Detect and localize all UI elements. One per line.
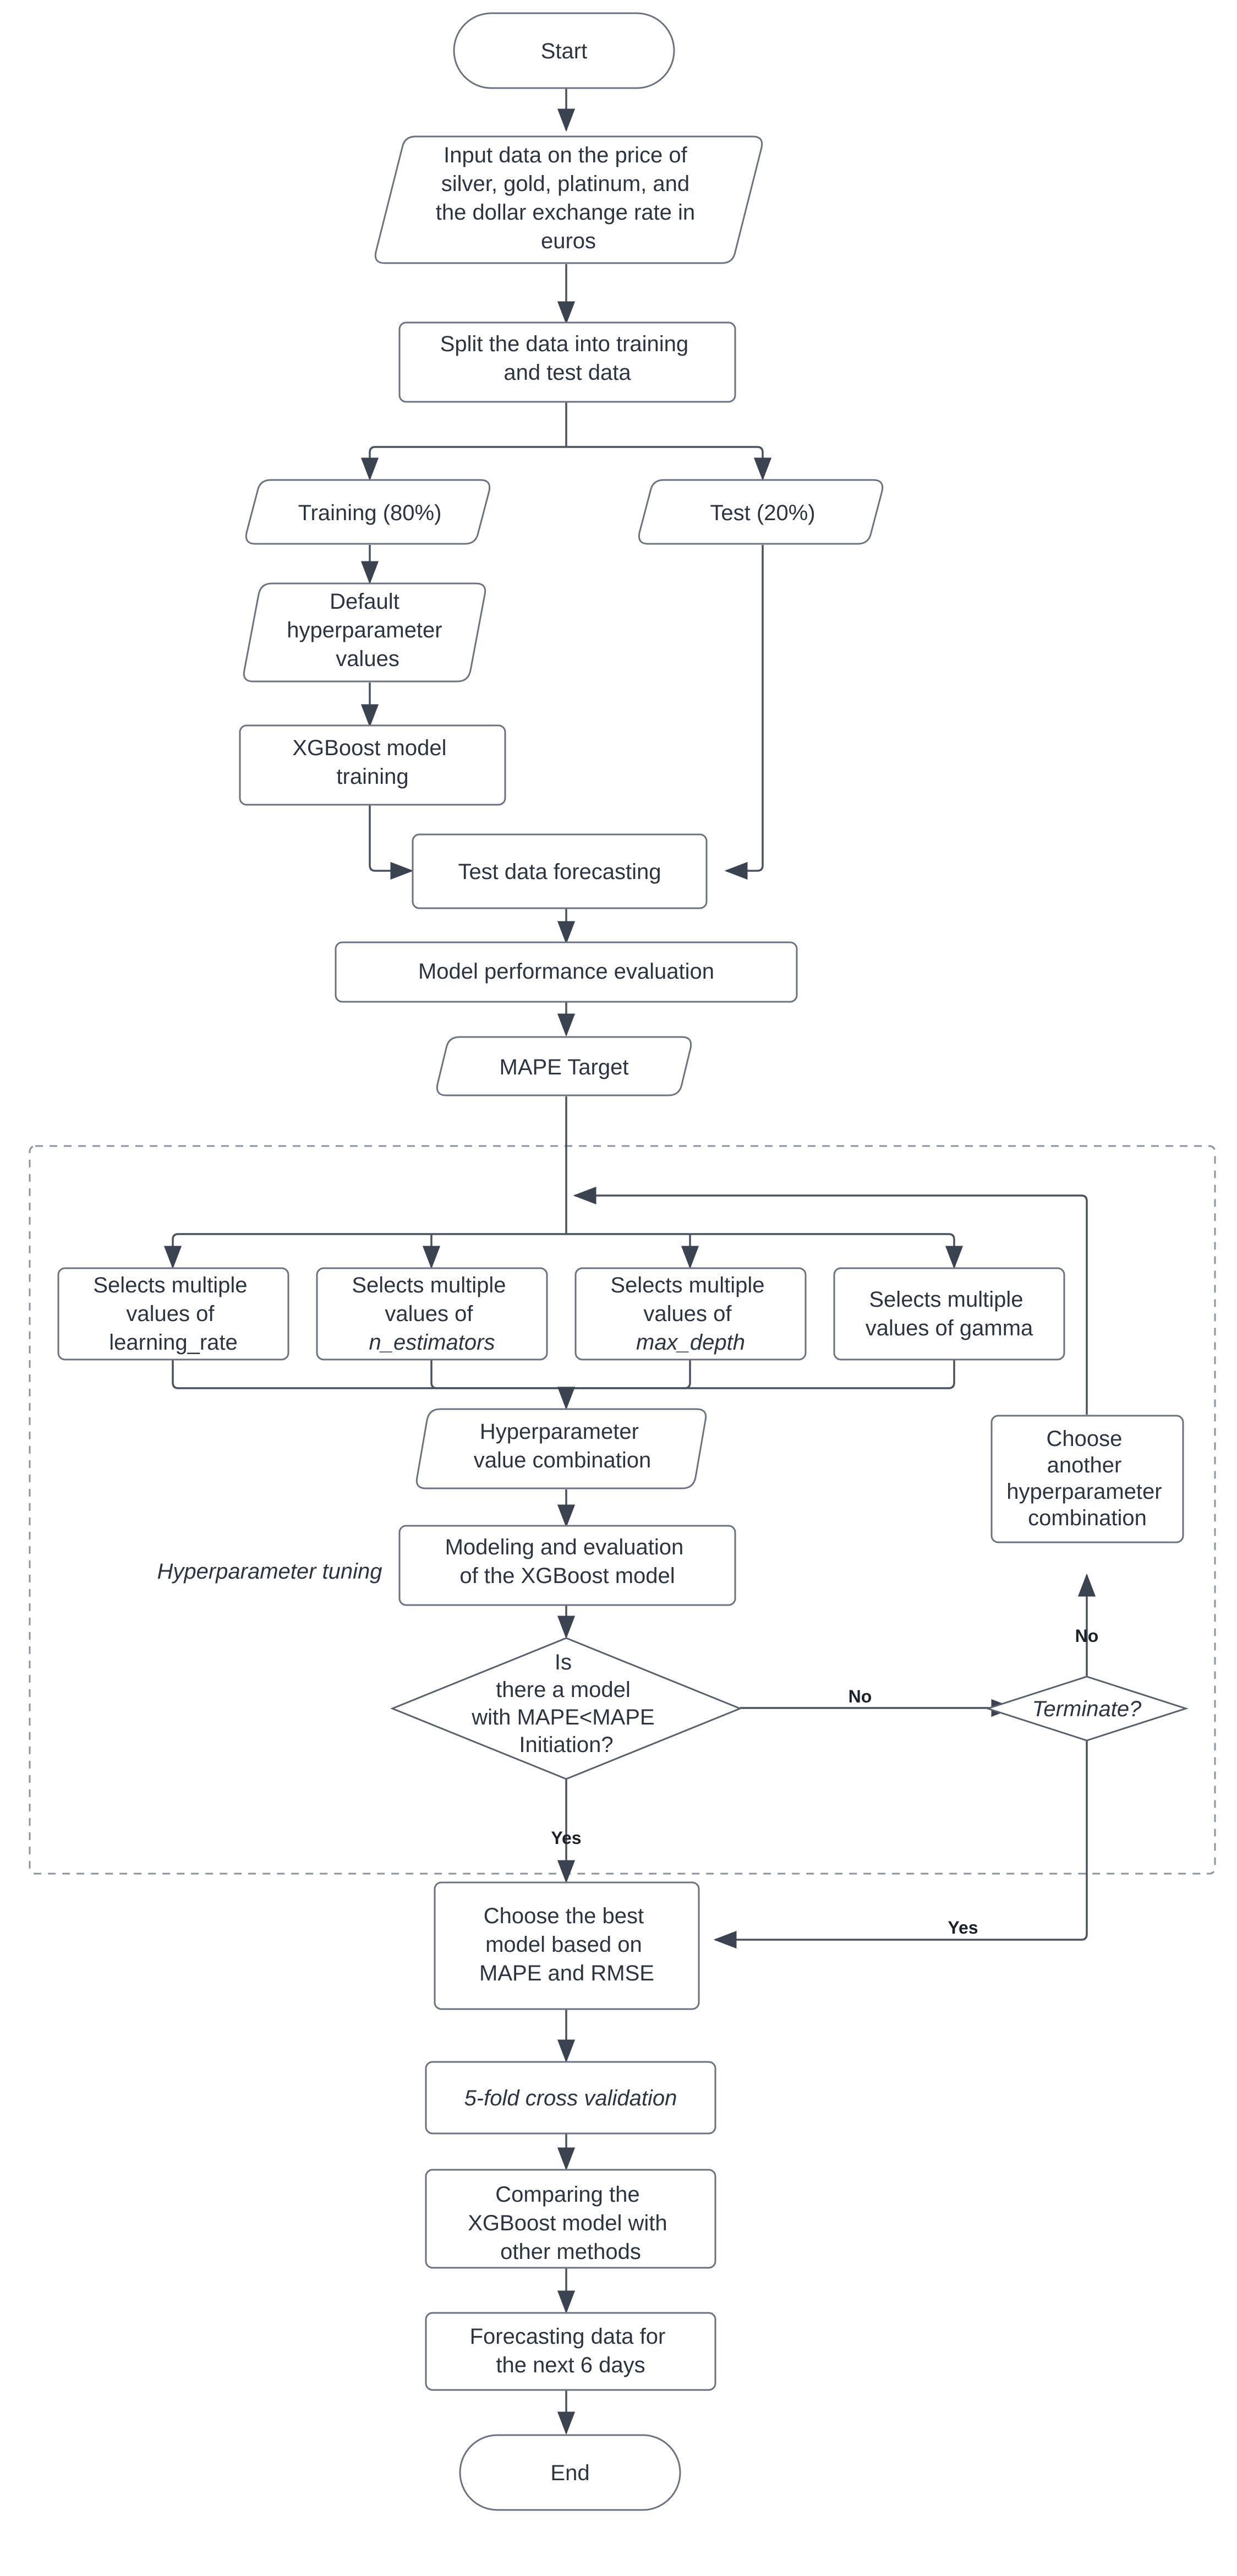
node-training-split[interactable] — [245, 479, 491, 545]
node-compare-methods-label: Comparing the XGBoost model with other m… — [468, 2182, 674, 2264]
node-select-max-depth[interactable] — [574, 1267, 807, 1361]
node-input-data-label: Input data on the price of silver, gold,… — [436, 143, 702, 253]
edge-xgbtrain-testforecast — [369, 805, 414, 880]
node-choose-another-combination[interactable] — [990, 1415, 1184, 1543]
node-start[interactable] — [453, 12, 675, 89]
edge-chooseanother-loopback — [573, 1186, 1088, 1415]
node-xgboost-training-label: XGBoost model training — [292, 736, 452, 789]
edge-label-yes-mape: Yes — [551, 1828, 581, 1848]
edge-fork-bar — [369, 446, 764, 453]
hyperparameter-tuning-group — [29, 1145, 1216, 1875]
edge-ne-merge — [430, 1360, 561, 1389]
node-test-split[interactable] — [638, 479, 884, 545]
node-cross-validation[interactable] — [425, 2061, 716, 2135]
node-default-hyperparameters-label: Default hyperparameter values — [287, 590, 448, 671]
node-hyperparameter-combination[interactable] — [415, 1408, 707, 1489]
node-decision-terminate[interactable] — [985, 1676, 1189, 1742]
node-choose-best-model-label: Choose the best model based on MAPE and … — [479, 1904, 654, 1985]
node-forecast-next-days[interactable] — [425, 2312, 716, 2391]
node-modeling-evaluation[interactable] — [398, 1525, 736, 1606]
node-hyperparameter-combination-label: Hyperparameter value combination — [474, 1420, 651, 1472]
node-model-performance-evaluation[interactable] — [335, 941, 798, 1003]
edge-md-merge — [572, 1360, 691, 1389]
node-start-label: Start — [541, 39, 587, 63]
group-label-hyperparameter-tuning: Hyperparameter tuning — [157, 1559, 382, 1584]
node-split-data-label: Split the data into training and test da… — [440, 332, 695, 385]
node-input-data[interactable] — [374, 135, 763, 264]
edge-label-yes-terminate: Yes — [948, 1918, 978, 1938]
node-end-label: End — [550, 2461, 589, 2485]
edge-terminate-choosebest — [713, 1739, 1088, 1949]
node-test-data-forecasting[interactable] — [412, 833, 708, 909]
node-decision-mape[interactable] — [390, 1637, 742, 1780]
node-split-data[interactable] — [398, 321, 736, 403]
node-select-gamma[interactable] — [833, 1267, 1065, 1361]
node-select-n-estimators-label: Selects multiple values of n_estimators — [352, 1273, 512, 1355]
node-training-split-label: Training (80%) — [298, 501, 442, 525]
node-end[interactable] — [459, 2434, 681, 2511]
node-default-hyperparameters[interactable] — [243, 582, 486, 683]
node-compare-methods[interactable] — [425, 2169, 716, 2269]
node-cross-validation-label: 5-fold cross validation — [464, 2086, 677, 2110]
node-select-gamma-label: Selects multiple values of gamma — [866, 1287, 1033, 1340]
edge-test-testforecast — [724, 545, 764, 880]
node-test-split-label: Test (20%) — [710, 501, 815, 525]
node-decision-mape-label: Is there a model with MAPE<MAPE Initiati… — [471, 1650, 660, 1757]
node-choose-another-combination-label: Choose another hyperparameter combinatio… — [1006, 1427, 1168, 1530]
edge-label-no-mape: No — [849, 1687, 872, 1706]
node-model-performance-evaluation-label: Model performance evaluation — [418, 959, 714, 984]
node-select-learning-rate[interactable] — [57, 1267, 289, 1361]
edge-lr-merge — [172, 1360, 561, 1389]
node-xgboost-training[interactable] — [239, 724, 506, 806]
edge-fan-bar — [172, 1233, 955, 1240]
node-mape-target-label: MAPE Target — [500, 1055, 629, 1079]
node-select-max-depth-label: Selects multiple values of max_depth — [610, 1273, 770, 1355]
node-select-learning-rate-label: Selects multiple values of learning_rate — [93, 1273, 253, 1355]
node-test-data-forecasting-label: Test data forecasting — [458, 860, 661, 884]
node-modeling-evaluation-label: Modeling and evaluation of the XGBoost m… — [445, 1535, 690, 1588]
node-choose-best-model[interactable] — [434, 1881, 700, 2010]
edge-gamma-merge — [572, 1360, 955, 1389]
node-select-n-estimators[interactable] — [316, 1267, 548, 1361]
node-mape-target[interactable] — [436, 1036, 692, 1096]
node-forecast-next-days-label: Forecasting data for the next 6 days — [470, 2324, 672, 2377]
edge-label-no-terminate: No — [1075, 1626, 1099, 1646]
node-decision-terminate-label: Terminate? — [1032, 1697, 1142, 1721]
